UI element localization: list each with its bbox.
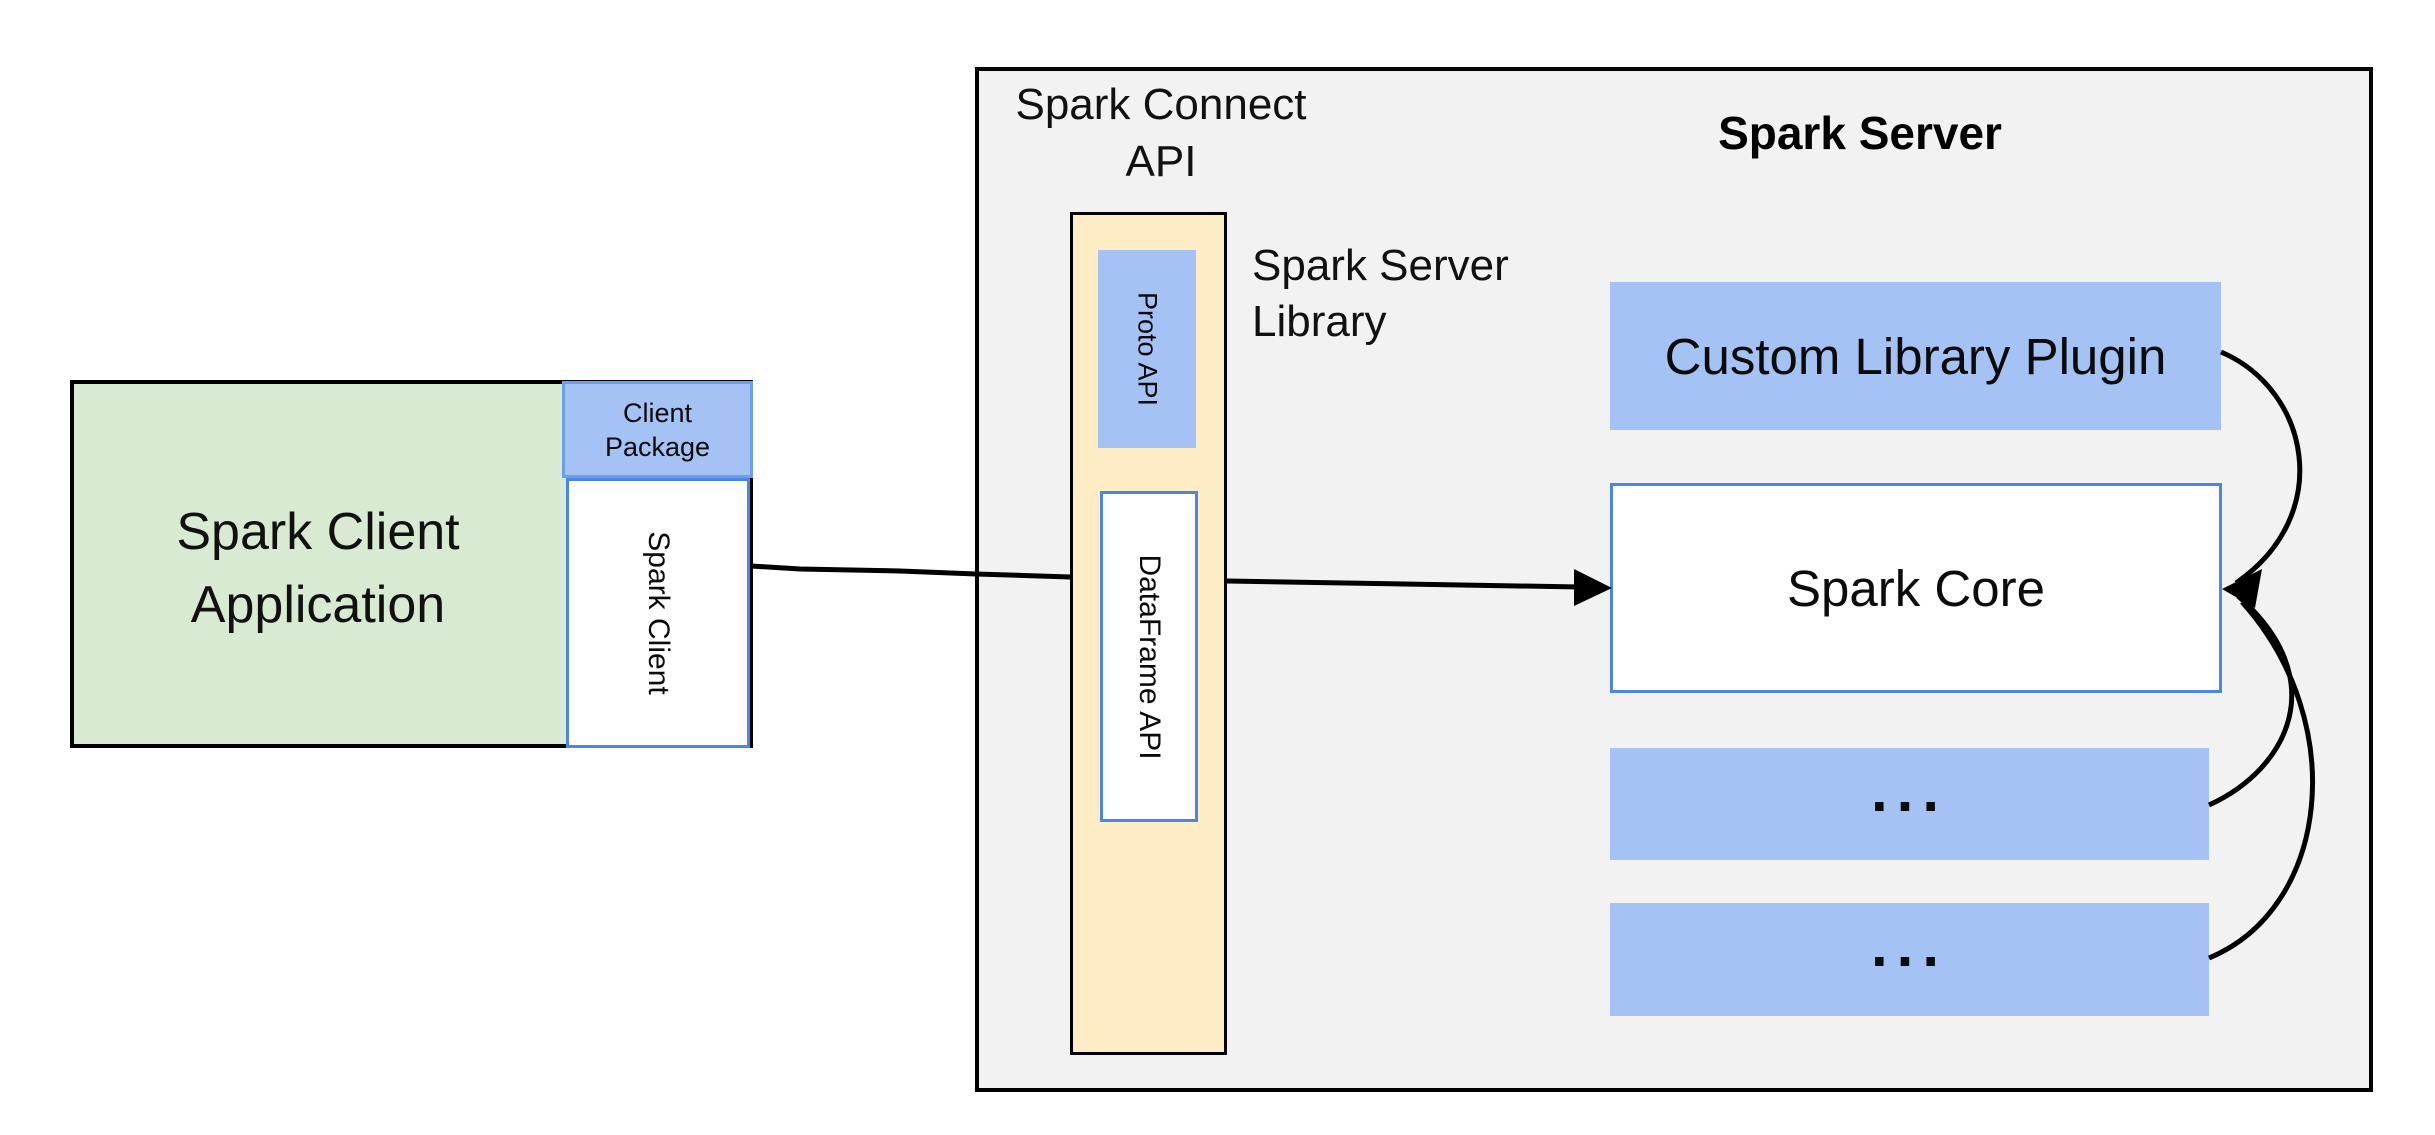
dataframe-api-label: DataFrame API xyxy=(1133,553,1166,760)
spark-core-label: Spark Core xyxy=(1787,559,2045,617)
spark-client-application-label: Spark Client Application xyxy=(176,503,460,634)
spark-server-library-label: Spark Server Library xyxy=(1252,241,1509,346)
spark-client-label: Spark Client xyxy=(642,531,675,695)
placeholder-label-1: ... xyxy=(1870,756,1948,824)
client-package-box: Client Package xyxy=(562,381,753,478)
client-package-label: Client Package xyxy=(604,397,711,462)
spark-connect-api-heading: Spark Connect API xyxy=(1015,80,1307,186)
custom-library-plugin-label: Custom Library Plugin xyxy=(1664,327,2167,385)
custom-library-plugin-box: Custom Library Plugin xyxy=(1610,282,2221,430)
dataframe-api-box: DataFrame API xyxy=(1100,491,1198,822)
placeholder-library-box-2: ... xyxy=(1610,903,2209,1016)
spark-client-box: Spark Client xyxy=(566,478,750,748)
proto-api-label: Proto API xyxy=(1132,291,1163,407)
placeholder-label-2: ... xyxy=(1870,912,1948,979)
spark-core-box: Spark Core xyxy=(1610,483,2222,693)
placeholder-library-box-1: ... xyxy=(1610,748,2209,860)
spark-server-heading: Spark Server xyxy=(1718,107,2002,159)
proto-api-box: Proto API xyxy=(1098,250,1196,448)
